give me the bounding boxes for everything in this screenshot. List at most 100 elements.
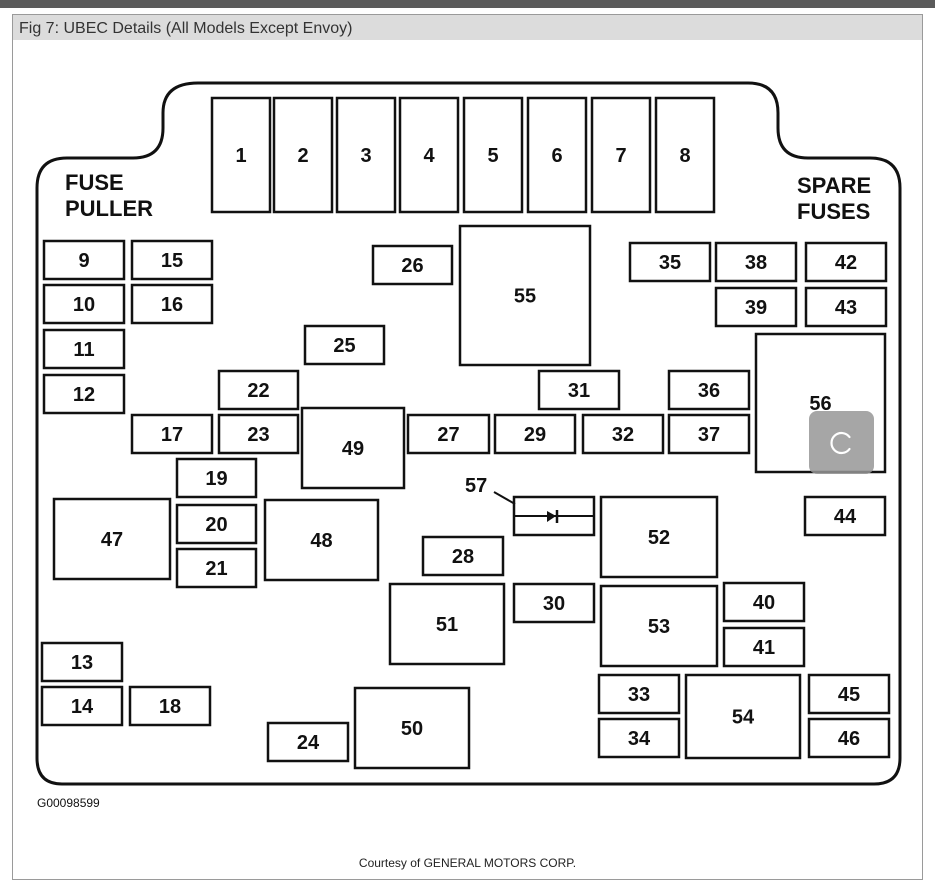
fuse-slot-10: 10 bbox=[42, 283, 126, 325]
fuse-slot-box bbox=[722, 626, 806, 668]
fuse-slot-23: 23 bbox=[217, 413, 300, 455]
fuse-slot-number: 11 bbox=[73, 339, 94, 361]
fuse-slot-41: 41 bbox=[722, 626, 806, 668]
fuse-slot-30: 30 bbox=[512, 582, 596, 624]
fuse-slot-number: 29 bbox=[524, 424, 546, 446]
refresh-spinner-icon bbox=[829, 431, 851, 454]
fuse-slot-box bbox=[130, 413, 214, 455]
fuse-slot-52: 52 bbox=[599, 495, 719, 579]
fuse-slot-19: 19 bbox=[175, 457, 258, 499]
window-top-bar bbox=[0, 0, 935, 8]
fuse-slot-43: 43 bbox=[804, 286, 888, 328]
component-57: 57 bbox=[465, 475, 596, 537]
fuse-slot-number: 40 bbox=[753, 592, 775, 614]
fuse-slot-number: 5 bbox=[487, 145, 498, 167]
fuse-slot-box bbox=[590, 96, 652, 214]
fuse-slot-1: 1 bbox=[210, 96, 272, 214]
fuse-slot-box bbox=[537, 369, 621, 411]
fuse-slot-32: 32 bbox=[581, 413, 665, 455]
fuse-slot-54: 54 bbox=[684, 673, 802, 760]
fuse-slot-box bbox=[628, 241, 712, 283]
fuse-slot-number: 15 bbox=[161, 250, 183, 272]
fuse-slot-42: 42 bbox=[804, 241, 888, 283]
fuse-slot-28: 28 bbox=[421, 535, 505, 577]
fuse-slot-7: 7 bbox=[590, 96, 652, 214]
fuse-slot-number: 37 bbox=[698, 424, 720, 446]
fuse-slot-box bbox=[807, 717, 891, 759]
fuse-slot-number: 25 bbox=[333, 335, 355, 357]
fuse-slot-box bbox=[130, 239, 214, 281]
caption-bar bbox=[13, 15, 922, 40]
fuse-slot-31: 31 bbox=[537, 369, 621, 411]
fuse-slot-box bbox=[42, 328, 126, 370]
fuse-slot-37: 37 bbox=[667, 413, 751, 455]
fuse-slot-box bbox=[804, 241, 888, 283]
fuse-slot-46: 46 bbox=[807, 717, 891, 759]
fuse-slot-number: 33 bbox=[628, 684, 650, 706]
fuse-slot-35: 35 bbox=[628, 241, 712, 283]
fuse-slot-44: 44 bbox=[803, 495, 887, 537]
fuse-slot-box bbox=[398, 96, 460, 214]
fuse-slot-box bbox=[175, 547, 258, 589]
fuse-slot-box bbox=[217, 369, 300, 411]
fuse-slot-box bbox=[217, 413, 300, 455]
fuse-slot-box bbox=[371, 244, 454, 286]
fuse-slot-33: 33 bbox=[597, 673, 681, 715]
fuse-slot-number: 42 bbox=[835, 252, 857, 274]
fuse-slot-number: 8 bbox=[679, 145, 690, 167]
fuse-slot-50: 50 bbox=[353, 686, 471, 770]
fuse-slot-box bbox=[722, 581, 806, 623]
fuse-slot-box bbox=[803, 495, 887, 537]
fuse-slot-box bbox=[175, 503, 258, 545]
fuse-slot-box bbox=[40, 641, 124, 683]
fuse-slot-box bbox=[667, 369, 751, 411]
fuse-slot-number: 41 bbox=[753, 637, 775, 659]
fuse-slot-number: 44 bbox=[834, 506, 857, 528]
fuse-slot-box bbox=[526, 96, 588, 214]
fuse-slot-number: 20 bbox=[205, 514, 227, 536]
loading-overlay-button[interactable] bbox=[809, 411, 874, 474]
fuse-slot-box bbox=[714, 241, 798, 283]
fuse-slot-number: 56 bbox=[809, 393, 831, 415]
fuse-slot-number: 6 bbox=[551, 145, 562, 167]
fuse-slot-40: 40 bbox=[722, 581, 806, 623]
fuse-slot-8: 8 bbox=[654, 96, 716, 214]
fuse-slot-number: 13 bbox=[71, 652, 93, 674]
fuse-slot-53: 53 bbox=[599, 584, 719, 668]
figure-caption: Fig 7: UBEC Details (All Models Except E… bbox=[19, 20, 353, 37]
fuse-slot-box bbox=[263, 498, 380, 582]
fuse-slot-number: 52 bbox=[648, 527, 670, 549]
fuse-slot-number: 36 bbox=[698, 380, 720, 402]
fuse-slot-12: 12 bbox=[42, 373, 126, 415]
fuse-slot-box bbox=[353, 686, 471, 770]
fuse-slot-number: 12 bbox=[73, 384, 95, 406]
fuse-slot-box bbox=[597, 717, 681, 759]
fuse-slot-number: 49 bbox=[342, 438, 364, 460]
fuse-slot-number: 10 bbox=[73, 294, 95, 316]
courtesy-line: Courtesy of GENERAL MOTORS CORP. bbox=[358, 856, 577, 870]
fuse-slot-box bbox=[406, 413, 491, 455]
fuse-slot-49: 49 bbox=[300, 406, 406, 490]
fuse-slot-box bbox=[40, 685, 124, 727]
fuse-slot-box bbox=[654, 96, 716, 214]
figure-code: G00098599 bbox=[37, 796, 100, 810]
fuse-slot-number: 43 bbox=[835, 297, 857, 319]
fuse-slot-box bbox=[272, 96, 334, 214]
spare-fuses-label-line1: SPARE bbox=[797, 173, 871, 198]
fuse-slot-number: 26 bbox=[401, 255, 423, 277]
fuse-slot-box bbox=[421, 535, 505, 577]
fuse-slot-number: 9 bbox=[78, 250, 89, 272]
fuse-slot-27: 27 bbox=[406, 413, 491, 455]
fuse-slot-box bbox=[458, 224, 592, 367]
fuse-puller-label-line1: FUSE bbox=[65, 170, 124, 195]
fuse-slot-number: 54 bbox=[732, 707, 755, 729]
fuse-slot-box bbox=[128, 685, 212, 727]
fuse-slot-21: 21 bbox=[175, 547, 258, 589]
fuse-slot-47: 47 bbox=[52, 497, 172, 581]
fuse-slot-number: 48 bbox=[310, 530, 332, 552]
fuse-slot-13: 13 bbox=[40, 641, 124, 683]
fuse-block-outline bbox=[35, 81, 902, 786]
fuse-slot-number: 47 bbox=[101, 529, 123, 551]
fuse-slot-box bbox=[52, 497, 172, 581]
